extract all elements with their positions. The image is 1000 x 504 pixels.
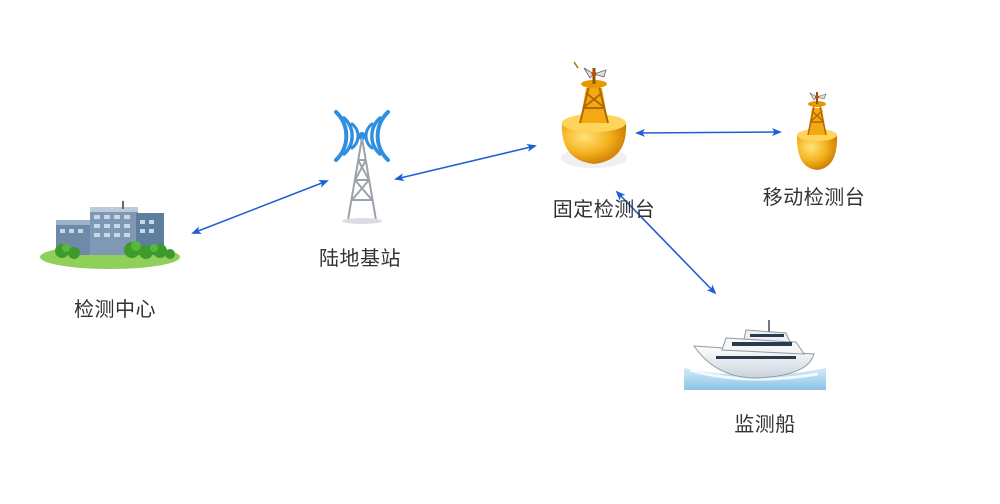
buoy-icon (796, 92, 838, 170)
monitoring-ship-label: 监测船 (734, 412, 796, 436)
buoy-icon (561, 61, 627, 168)
link-base-station-to-fixed-station (394, 143, 537, 182)
office-building-icon (40, 201, 180, 269)
radio-tower-icon (334, 110, 390, 224)
monitoring-center-label: 检测中心 (74, 297, 156, 321)
link-center-to-base-station (191, 180, 329, 234)
mobile-station-label: 移动检测台 (762, 185, 866, 209)
land-base-station-label: 陆地基站 (319, 246, 401, 270)
link-fixed-station-to-ship (615, 190, 717, 295)
fixed-station-label: 固定检测台 (552, 197, 656, 221)
links (191, 128, 782, 295)
ship-icon (684, 320, 826, 390)
link-fixed-to-mobile-station (635, 128, 782, 137)
